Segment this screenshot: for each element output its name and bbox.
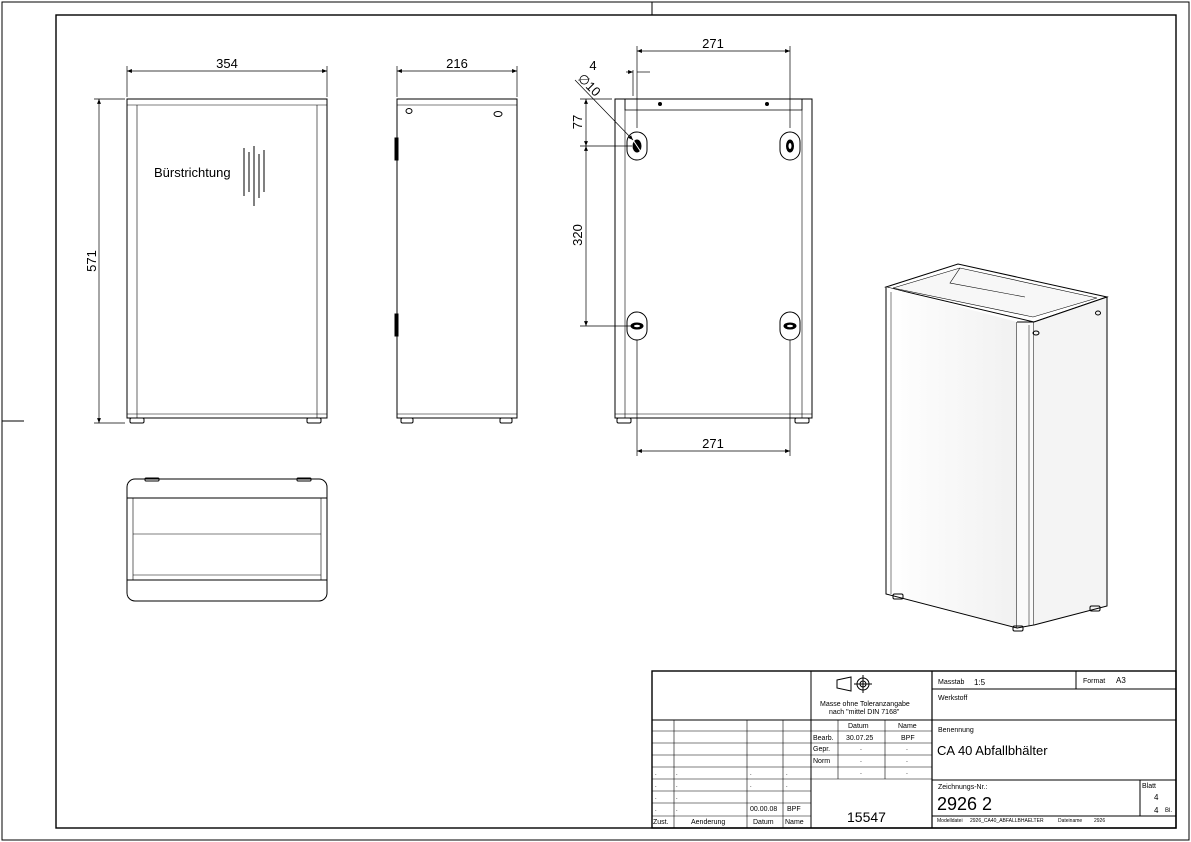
zust-label: Zust. [653,819,669,826]
gepr-name: . [906,745,908,752]
dateiname-value: 2926 [1094,818,1106,824]
empty-date: . [860,769,862,776]
modelldatei-label: Modelldatei [937,818,963,824]
blatt-label: Blatt [1142,783,1157,790]
inner-border [55,14,1177,829]
rev-date: 00.00.08 [750,806,778,813]
bearb-name: BPF [901,735,915,742]
gepr-label: Gepr. [813,746,831,753]
rev-row-dot-1: . [655,771,657,777]
norm-label: Norm [813,758,831,765]
rev-name-label: Name [785,819,804,826]
rev-row-dot-12: . [676,807,678,813]
dim-back-top [574,46,791,327]
blatt-total: 4 [1154,806,1159,815]
front-view [126,98,328,424]
dim-width-front [126,66,328,97]
isometric-view [884,263,1109,632]
title-block-grid [651,670,1177,829]
rev-row-dot-5: . [655,783,657,789]
werkstoff-label: Werkstoff [938,695,968,702]
col-datum: Datum [848,723,869,730]
rev-row-dot-6: . [676,783,678,789]
dim-height-front [94,98,125,424]
keyhole-top-left [626,131,648,161]
format-label: Format [1083,678,1106,685]
tolerance-note-1: Masse ohne Toleranzangabe [820,701,910,708]
blatt-bl-label: Bl. [1165,808,1173,814]
format-value: A3 [1116,676,1126,685]
dim-back-diameter: ∅10 [575,71,604,100]
benennung-value: CA 40 Abfallbhälter [937,743,1048,758]
dim-back-offset: 4 [589,58,596,73]
rev-row-dot-7: . [750,783,752,789]
dim-depth-side [396,66,518,97]
dim-back-hole-spacing-top: 271 [702,36,724,51]
dim-back-top-distance: 77 [570,115,585,129]
rev-name: BPF [787,806,801,813]
dateiname-label: Dateiname [1058,818,1083,824]
aenderung-label: Aenderung [691,819,726,826]
dim-height-front-label: 571 [84,250,99,272]
keyhole-bottom-right [779,311,801,341]
rev-row-dot-2: . [676,771,678,777]
rev-row-dot-11: . [655,807,657,813]
blatt-value: 4 [1154,793,1159,802]
masstab-value: 1:5 [974,678,986,687]
bearb-date: 30.07.25 [846,735,874,742]
empty-name: . [906,769,908,776]
keyhole-top-right [779,131,801,161]
side-view [394,98,518,424]
rev-datum-label: Datum [753,819,774,826]
top-view [126,477,328,602]
drawing-number: 15547 [847,809,886,825]
norm-name: . [906,757,908,764]
dim-depth-side-label: 216 [446,56,468,71]
dim-back-bottom [636,340,791,456]
rev-row-dot-4: . [786,771,788,777]
bearb-label: Bearb. [813,735,834,742]
dim-width-front-label: 354 [216,56,238,71]
tolerance-note-2: nach "mittel DIN 7168" [829,709,900,716]
masstab-label: Masstab [938,679,965,686]
col-name: Name [898,723,917,730]
rev-row-dot-9: . [655,795,657,801]
projection-symbol-icon [836,675,872,693]
dim-back-hole-spacing-bottom: 271 [702,436,724,451]
zeichnung-label: Zeichnungs-Nr.: [938,784,988,791]
gepr-date: . [860,745,862,752]
dim-back-vertical-spacing: 320 [570,224,585,246]
rev-row-dot-3: . [750,771,752,777]
back-view [614,98,813,424]
norm-date: . [860,757,862,764]
brush-direction-label: Bürstrichtung [154,165,231,180]
modelldatei-value: 2926_CA40_ABFALLBHAELTER [970,818,1044,824]
rev-row-dot-8: . [786,783,788,789]
zeichnung-value: 2926 2 [937,794,993,814]
rev-row-dot-10: . [676,795,678,801]
benennung-label: Benennung [938,727,974,734]
